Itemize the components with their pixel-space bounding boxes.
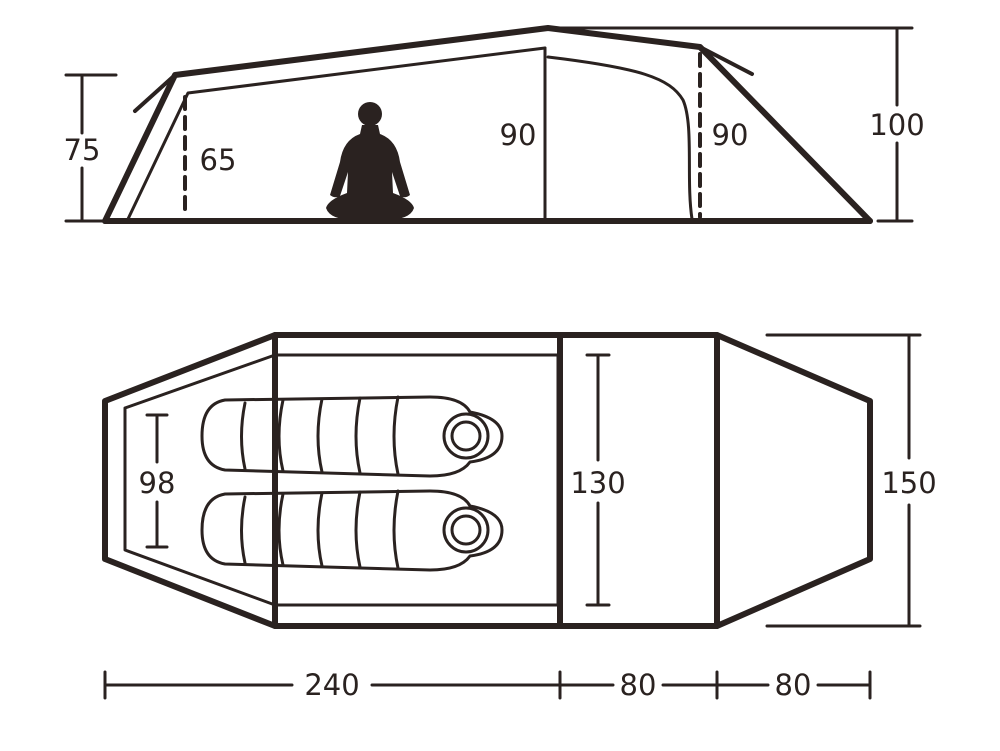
dim-label-80-middle: 80 bbox=[620, 668, 657, 702]
side-view-fly-outline bbox=[102, 25, 873, 224]
dim-label-240: 240 bbox=[304, 668, 359, 702]
dim-label-90-front: 90 bbox=[712, 118, 749, 152]
dim-label-130: 130 bbox=[570, 466, 625, 500]
side-view: 75 65 90 90 100 bbox=[64, 25, 925, 224]
sleeping-bag-icon bbox=[200, 395, 504, 478]
dim-label-80-vestibule: 80 bbox=[775, 668, 812, 702]
top-view-footprint bbox=[102, 332, 873, 629]
dim-rear-end-width: 98 bbox=[139, 413, 176, 549]
dim-label-98: 98 bbox=[139, 466, 176, 500]
dim-overall-width: 150 bbox=[765, 333, 937, 628]
dim-label-90-center: 90 bbox=[500, 118, 537, 152]
dim-rear-end-height: 75 bbox=[64, 73, 118, 223]
dim-label-150: 150 bbox=[881, 466, 936, 500]
side-view-rear-vent bbox=[133, 73, 177, 113]
top-view-rear-inner bbox=[123, 353, 277, 607]
length-dimension-row: 240 80 80 bbox=[103, 668, 872, 702]
side-view-front-vent bbox=[698, 45, 754, 76]
dim-middle-width: 130 bbox=[570, 353, 626, 607]
side-view-door-curve bbox=[546, 55, 694, 221]
person-silhouette-icon bbox=[326, 102, 414, 220]
sleeping-bag-icon bbox=[200, 489, 504, 572]
dim-label-75: 75 bbox=[64, 133, 101, 167]
dim-label-65: 65 bbox=[200, 143, 237, 177]
top-view: 98 130 150 bbox=[102, 332, 937, 629]
dim-total-height: 100 bbox=[546, 26, 925, 223]
dim-label-100: 100 bbox=[869, 108, 924, 142]
side-view-inner-tent bbox=[126, 46, 547, 221]
